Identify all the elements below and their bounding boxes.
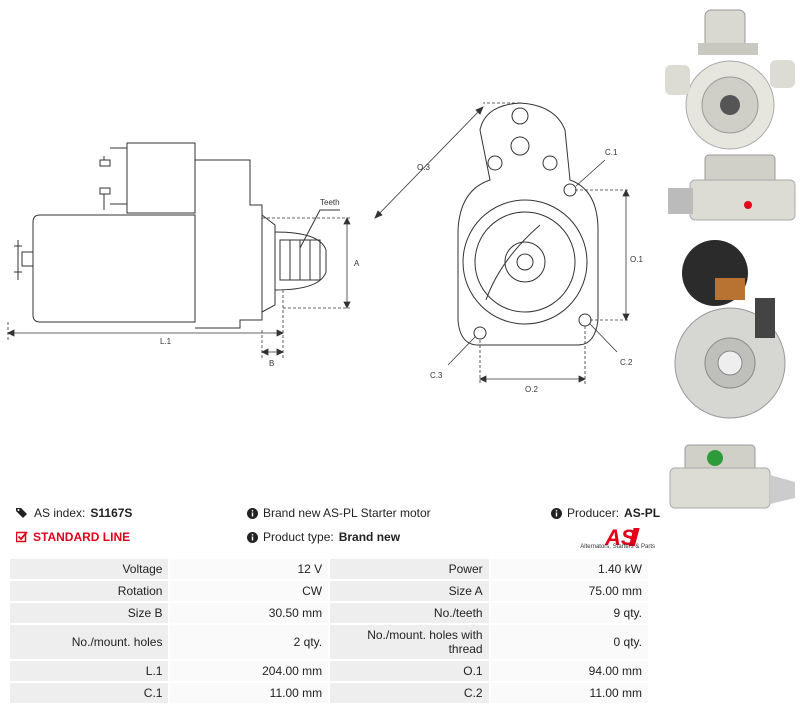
logo-tagline: Alternators, Starters & Parts — [580, 544, 655, 550]
label-c1: C.1 — [605, 148, 618, 157]
spec-value: 1.40 kW — [490, 559, 648, 579]
spec-value: 94.00 mm — [490, 661, 648, 681]
spec-key: Rotation — [10, 581, 169, 601]
spec-value: CW — [170, 581, 329, 601]
spec-key: No./mount. holes with thread — [330, 625, 489, 659]
as-index-row: AS index: S1167S — [16, 506, 132, 520]
description-row: Brand new AS-PL Starter motor — [247, 506, 431, 520]
as-pl-logo: AS — [604, 525, 640, 550]
spec-key: C.1 — [10, 683, 169, 703]
spec-value: 9 qty. — [490, 603, 648, 623]
checkbox-icon — [16, 531, 28, 543]
standard-line-badge: STANDARD LINE — [33, 530, 131, 544]
producer-label: Producer: — [567, 506, 620, 520]
product-photo-top — [669, 444, 795, 509]
producer-value: AS-PL — [624, 506, 661, 520]
info-icon — [247, 531, 258, 543]
spec-value: 75.00 mm — [490, 581, 648, 601]
spec-value: 0 qty. — [490, 625, 648, 659]
product-photo-rear — [674, 240, 786, 419]
technical-drawing: Teeth A B L.1 O.3 C.1 O.1 C.2 — [7, 102, 643, 394]
spec-value: 11.00 mm — [490, 683, 648, 703]
spec-key: C.2 — [330, 683, 489, 703]
flange-ring-outline — [462, 199, 588, 325]
label-c3: C.3 — [430, 371, 443, 380]
standard-line-row: STANDARD LINE — [16, 530, 130, 544]
spec-value: 12 V — [170, 559, 329, 579]
producer-row: Producer: AS-PL — [551, 506, 660, 520]
spec-value: 204.00 mm — [170, 661, 329, 681]
flange-outline — [457, 102, 599, 346]
label-l1: L.1 — [160, 337, 172, 346]
spec-key: Size A — [330, 581, 489, 601]
tags-icon — [16, 508, 27, 518]
spec-value: 2 qty. — [170, 625, 329, 659]
drive-housing-outline — [195, 159, 263, 329]
motor-body-outline — [32, 214, 196, 323]
product-type-row: Product type: Brand new — [247, 530, 400, 544]
label-c2: C.2 — [620, 358, 633, 367]
as-index-label: AS index: — [34, 506, 86, 520]
spec-value: 11.00 mm — [170, 683, 329, 703]
label-o2: O.2 — [525, 385, 538, 394]
label-o3: O.3 — [417, 163, 430, 172]
product-photo-side — [668, 154, 796, 221]
spec-key: Size B — [10, 603, 169, 623]
info-icon — [247, 507, 258, 519]
product-photo-front — [665, 9, 795, 150]
label-teeth: Teeth — [320, 198, 340, 207]
spec-key: Power — [330, 559, 489, 579]
spec-key: Voltage — [10, 559, 169, 579]
spec-key: No./teeth — [330, 603, 489, 623]
spec-key: O.1 — [330, 661, 489, 681]
spec-key: L.1 — [10, 661, 169, 681]
info-icon — [551, 507, 562, 519]
spec-value: 30.50 mm — [170, 603, 329, 623]
description-text: Brand new AS-PL Starter motor — [263, 506, 431, 520]
label-o1: O.1 — [630, 255, 643, 264]
product-type-value: Brand new — [338, 530, 401, 544]
solenoid-outline — [126, 142, 196, 214]
product-type-label: Product type: — [263, 530, 334, 544]
label-a: A — [354, 259, 360, 268]
label-b: B — [269, 359, 274, 368]
spec-key: No./mount. holes — [10, 625, 169, 659]
as-index-value: S1167S — [90, 506, 133, 520]
